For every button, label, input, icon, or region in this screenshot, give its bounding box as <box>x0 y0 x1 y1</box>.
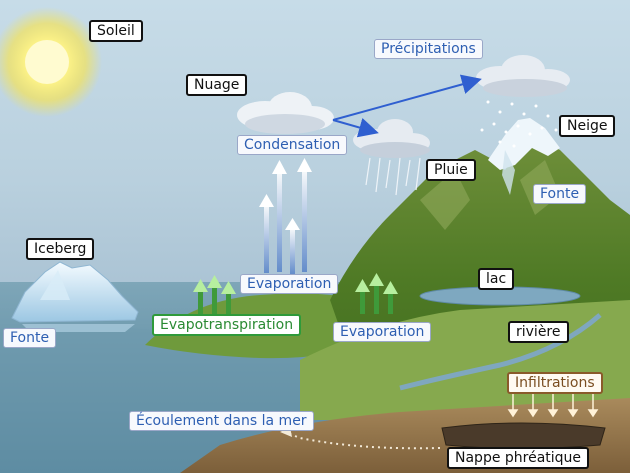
groundwater-lens <box>441 422 606 449</box>
label-iceberg: Iceberg <box>26 238 95 260</box>
snowflakes <box>480 100 558 148</box>
label-nappe-phreatique: Nappe phréatique <box>447 447 590 469</box>
sun-icon <box>25 40 69 84</box>
label-evapotranspiration: Evapotranspiration <box>152 314 302 336</box>
label-evaporation-lower: Evaporation <box>333 322 432 342</box>
label-infiltrations: Infiltrations <box>507 372 603 394</box>
cloud-snow <box>476 55 570 97</box>
cloud-rain <box>353 119 430 158</box>
cloud-drift-arrow-upper <box>332 74 482 121</box>
iceberg <box>11 261 139 323</box>
label-riviere: rivière <box>508 321 569 343</box>
label-lac: lac <box>478 268 515 290</box>
label-ecoulement: Écoulement dans la mer <box>129 411 314 431</box>
evaporation-arrows-land <box>355 273 398 314</box>
cloud-drift-arrow-lower <box>332 117 379 138</box>
evaporation-arrows-sea <box>259 158 312 274</box>
infiltration-arrows <box>507 392 599 418</box>
cloud-condensation <box>237 92 334 134</box>
label-precipitations: Précipitations <box>374 39 483 59</box>
evapotranspiration-arrows <box>193 275 236 314</box>
rain-streaks <box>365 157 421 196</box>
underground-flow-arrow <box>284 431 441 450</box>
label-pluie: Pluie <box>426 159 476 181</box>
label-fonte-mountain: Fonte <box>533 184 587 204</box>
label-evaporation-upper: Evaporation <box>240 274 339 294</box>
river <box>399 313 602 391</box>
label-nuage: Nuage <box>186 74 248 96</box>
label-condensation: Condensation <box>237 135 348 155</box>
label-soleil: Soleil <box>89 20 143 42</box>
label-fonte-iceberg: Fonte <box>3 328 57 348</box>
label-neige: Neige <box>559 115 616 137</box>
